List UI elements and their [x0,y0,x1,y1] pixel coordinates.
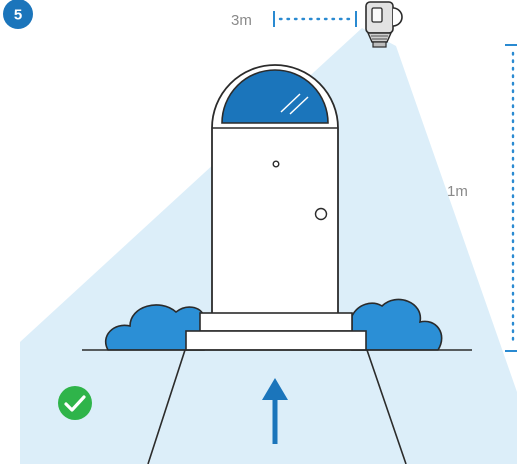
door-peephole [272,160,280,168]
step-badge: 5 [3,0,33,29]
door-window [221,69,329,124]
vertical-measure-line [505,44,517,352]
door [211,64,339,315]
camera-icon [365,1,403,48]
horizontal-measure-line [273,11,357,27]
left-bush [105,304,205,351]
walkway [147,349,407,464]
vertical-distance-label: 1m [447,183,468,200]
right-bush [351,298,443,351]
door-knob [314,207,328,221]
top-step [199,312,353,332]
checkmark-icon [58,386,92,420]
bottom-step [185,330,367,351]
approach-arrow-icon [262,378,288,444]
horizontal-distance-label: 3m [231,12,252,29]
step-number: 5 [14,7,22,24]
